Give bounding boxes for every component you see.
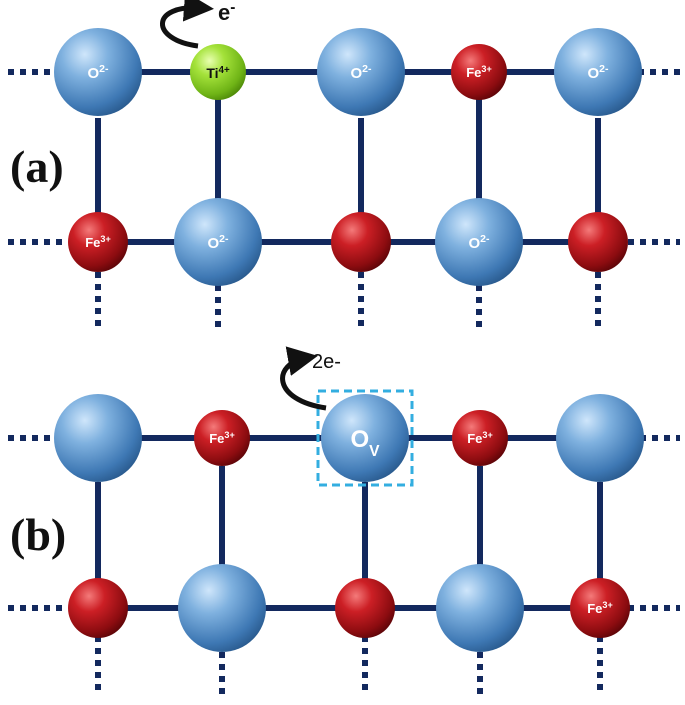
atoms-panel-a: O2- Ti4+ O2- Fe3+ O2- Fe3+ O2- O2-	[54, 28, 642, 286]
iron-atom	[335, 578, 395, 638]
iron-atom	[68, 578, 128, 638]
oxygen-atom	[174, 198, 262, 286]
iron-atom	[451, 44, 507, 100]
electron-label: 2e-	[312, 351, 341, 373]
iron-atom	[452, 410, 508, 466]
iron-atom	[570, 578, 630, 638]
iron-atom	[331, 212, 391, 272]
curved-arrow-icon	[160, 0, 214, 49]
oxygen-atom	[436, 564, 524, 652]
curved-arrow-icon	[280, 346, 327, 411]
electron-emission-b: 2e-	[280, 346, 341, 411]
oxygen-atom	[54, 394, 142, 482]
oxygen-atom	[435, 198, 523, 286]
iron-atom	[194, 410, 250, 466]
oxygen-atom	[554, 28, 642, 116]
titanium-atom	[190, 44, 246, 100]
iron-atom	[568, 212, 628, 272]
oxygen-atom	[178, 564, 266, 652]
panel-label-a: (a)	[10, 141, 64, 192]
atoms-panel-b: Fe3+ OV Fe3+ Fe3+	[54, 389, 644, 652]
iron-atom	[68, 212, 128, 272]
electron-label: e-	[218, 0, 235, 25]
oxygen-atom	[321, 394, 409, 482]
panel-label-b: (b)	[10, 509, 67, 560]
oxygen-atom	[556, 394, 644, 482]
oxygen-atom	[54, 28, 142, 116]
electron-emission-a: e-	[160, 0, 235, 49]
vacancy-highlight-box	[316, 389, 414, 487]
oxygen-atom	[317, 28, 405, 116]
